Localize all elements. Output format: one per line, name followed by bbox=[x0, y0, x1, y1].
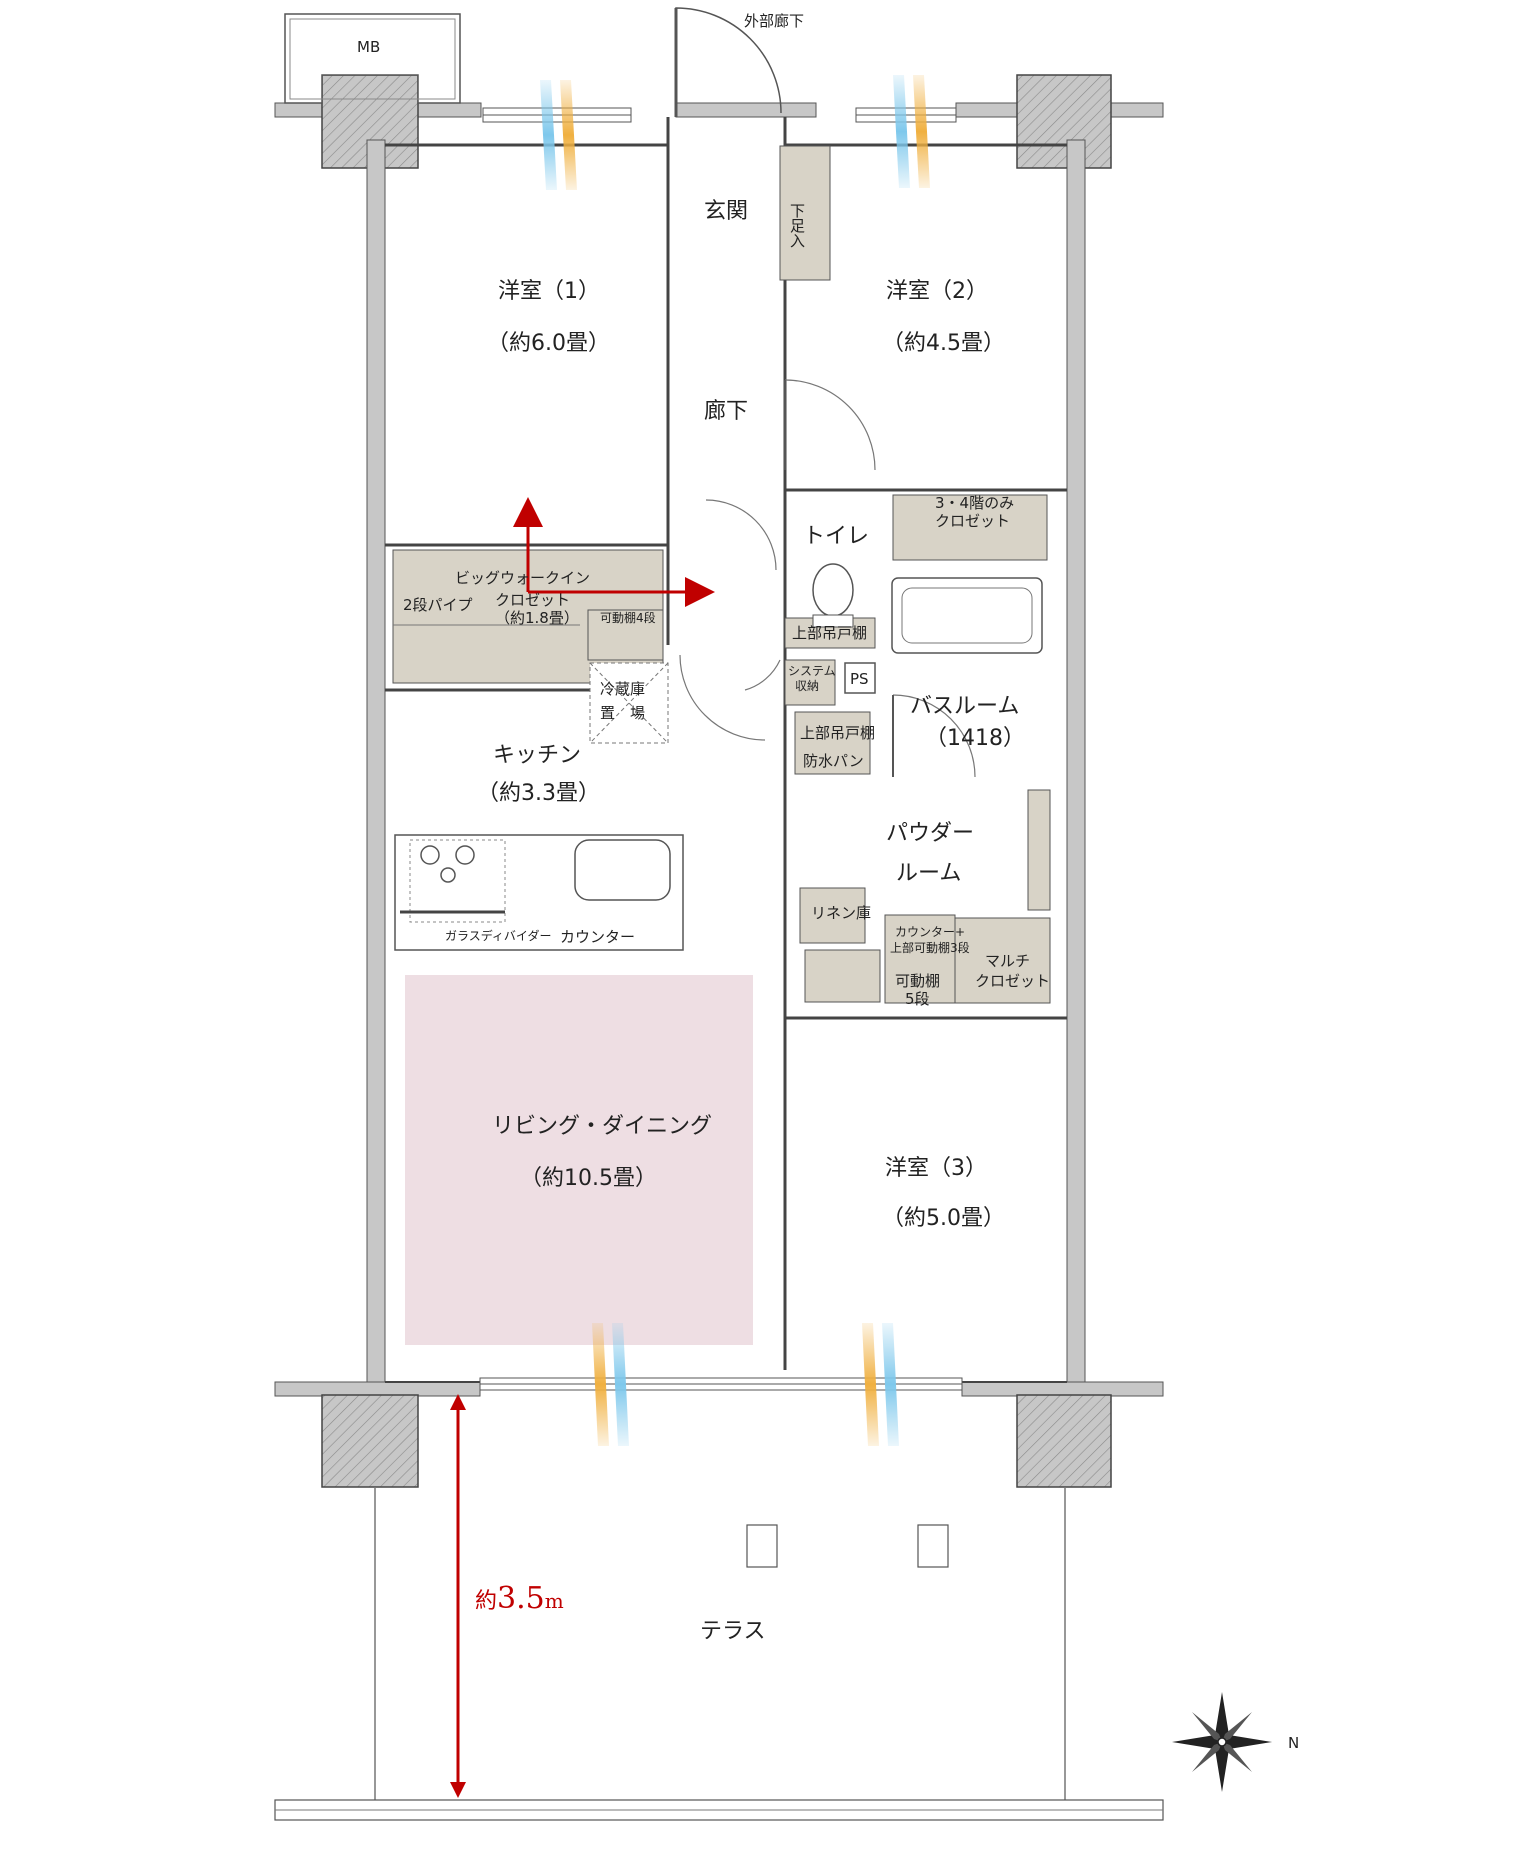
entrance-label: 玄関 bbox=[704, 199, 748, 224]
pillar-top-right bbox=[1016, 74, 1112, 169]
waterproof-pan-label: 防水パン bbox=[803, 752, 864, 770]
movable-shelf4-label: 可動棚4段 bbox=[600, 610, 656, 625]
ps-box bbox=[844, 662, 876, 694]
outer-corridor-label: 外部廊下 bbox=[744, 12, 804, 30]
closet-34f-label-1: 3・4階のみ bbox=[935, 494, 1014, 512]
upper-cabinet1-label: 上部吊戸棚 bbox=[792, 624, 867, 642]
counter-label: カウンター bbox=[560, 928, 635, 946]
toilet-label: トイレ bbox=[803, 524, 869, 549]
western1-label: 洋室（1） bbox=[498, 279, 600, 304]
powder-label-2: ルーム bbox=[896, 861, 961, 886]
hallway-label: 廊下 bbox=[704, 399, 748, 424]
ventilation-arrows bbox=[540, 75, 930, 1446]
fridge-label-1: 冷蔵庫 bbox=[600, 680, 645, 698]
walkin-label-2: クロゼット bbox=[495, 591, 570, 609]
western1-size: （約6.0畳） bbox=[487, 331, 610, 356]
entrance-door[interactable] bbox=[674, 7, 782, 117]
western3-label: 洋室（3） bbox=[885, 1156, 987, 1181]
closet-34f bbox=[892, 494, 1048, 561]
bathtub bbox=[891, 577, 1043, 654]
glass-divider-label: ガラスディバイダー bbox=[445, 928, 551, 943]
ps-label: PS bbox=[850, 670, 869, 688]
terrace-depth-dimension bbox=[450, 1394, 466, 1798]
shoe-box-label: 下足入 bbox=[788, 203, 806, 248]
linen-closet bbox=[799, 887, 866, 944]
fridge-label-2: 置 場 bbox=[600, 704, 645, 722]
terrace-depth-label: 約3.5m bbox=[475, 1581, 564, 1616]
upper-cabinet2-label: 上部吊戸棚 bbox=[800, 724, 875, 742]
western3-size: （約5.0畳） bbox=[882, 1206, 1005, 1231]
linen-label: リネン庫 bbox=[811, 904, 871, 922]
western2-label: 洋室（2） bbox=[886, 279, 988, 304]
terrace-label: テラス bbox=[700, 1619, 766, 1644]
movable-shelf5-label-2: 5段 bbox=[905, 990, 930, 1008]
pillar-bottom-right bbox=[1016, 1394, 1112, 1488]
terrace bbox=[274, 1487, 1164, 1821]
counter-note-label-2: 上部可動棚3段 bbox=[890, 940, 970, 955]
walkin-size: （約1.8畳） bbox=[495, 609, 579, 627]
meter-box bbox=[284, 13, 461, 104]
living-area-highlight bbox=[405, 975, 753, 1345]
doors[interactable] bbox=[679, 379, 976, 778]
two-tier-pipe-label: 2段パイプ bbox=[403, 596, 473, 614]
wall-right bbox=[1066, 139, 1086, 1386]
mb-label: MB bbox=[357, 38, 380, 56]
kitchen-size: （約3.3畳） bbox=[477, 781, 600, 806]
closet-34f-label-2: クロゼット bbox=[935, 512, 1010, 530]
multi-closet-label-2: クロゼット bbox=[975, 972, 1050, 990]
kitchen-label: キッチン bbox=[493, 743, 581, 768]
powder-label-1: パウダー bbox=[886, 821, 974, 846]
walls bbox=[274, 74, 1164, 1488]
pillar-bottom-left bbox=[321, 1394, 419, 1488]
system-storage-label-1: システム bbox=[788, 664, 836, 678]
multi-closet-label-1: マルチ bbox=[985, 952, 1030, 970]
counter-note-label-1: カウンター+ bbox=[895, 925, 965, 939]
kitchen-counter bbox=[394, 834, 684, 951]
fridge-space bbox=[589, 662, 669, 744]
living-label: リビング・ダイニング bbox=[492, 1114, 712, 1139]
bathroom-label: バスルーム bbox=[910, 694, 1019, 719]
window-top-left bbox=[482, 107, 632, 123]
bathroom-size: （1418） bbox=[925, 726, 1025, 751]
north-label: N bbox=[1288, 1734, 1299, 1752]
compass-icon bbox=[1172, 1692, 1272, 1792]
walkin-label-1: ビッグウォークイン bbox=[455, 569, 590, 587]
living-size: （約10.5畳） bbox=[520, 1166, 657, 1191]
western2-size: （約4.5畳） bbox=[882, 331, 1005, 356]
walkin-access-arrows bbox=[513, 497, 715, 607]
shoe-box bbox=[779, 145, 831, 281]
wall-left bbox=[366, 139, 386, 1386]
system-storage-label-2: 収納 bbox=[795, 679, 819, 693]
movable-shelf5-label-1: 可動棚 bbox=[895, 972, 940, 990]
toilet-fixture bbox=[812, 563, 854, 628]
